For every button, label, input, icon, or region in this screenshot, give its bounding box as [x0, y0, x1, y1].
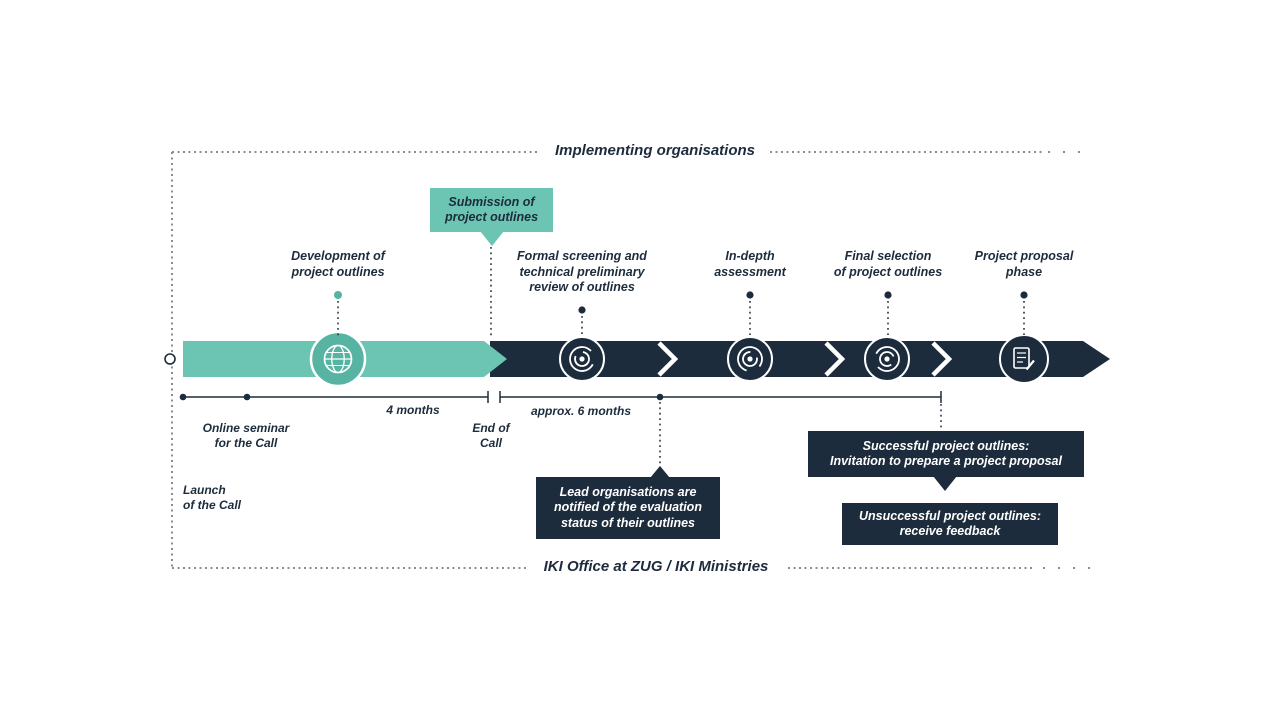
outcome-pointer	[933, 476, 957, 491]
top-guide-line-trail	[1048, 151, 1093, 153]
note-lead-organisations: Lead organisations are notified of the e…	[536, 477, 720, 539]
bottom-guide-line-trail	[1043, 567, 1093, 569]
stage-dot-project-proposal	[1020, 291, 1028, 299]
bottom-guide-line-left	[172, 567, 528, 569]
stage-dot-in-depth	[746, 291, 754, 299]
top-guide-line-left	[172, 151, 538, 153]
stage-dot-development	[334, 291, 342, 299]
milestone-label-online-seminar: Online seminar for the Call	[202, 421, 290, 450]
timeline-start-node	[164, 353, 176, 365]
lane-label-iki-office: IKI Office at ZUG / IKI Ministries	[543, 558, 769, 575]
stage-label-formal-screening: Formal screening and technical prelimina…	[517, 249, 647, 294]
stage-label-final-selection: Final selection of project outlines	[833, 249, 943, 279]
submission-callout-pointer	[480, 231, 504, 246]
stage-label-project-proposal: Project proposal phase	[974, 249, 1074, 279]
stage-dot-final-selection	[884, 291, 892, 299]
stage-label-in-depth-assessment: In-depth assessment	[714, 249, 786, 279]
timeline-dark-arrow	[490, 341, 1110, 377]
submission-callout: Submission of project outlines	[430, 188, 553, 232]
review-target-icon	[559, 336, 605, 382]
note-unsuccessful-outlines: Unsuccessful project outlines: receive f…	[842, 503, 1058, 545]
left-guide-line	[171, 152, 173, 568]
milestone-dot-online-seminar	[243, 393, 251, 401]
lane-label-implementing-organisations: Implementing organisations	[554, 142, 756, 159]
timeline-teal-arrow	[183, 341, 507, 377]
chevron-separator-icon	[657, 341, 679, 377]
chevron-separator-icon	[931, 341, 953, 377]
milestone-label-end-of-call: End of Call	[472, 421, 510, 450]
stage-dot-formal-screening	[578, 306, 586, 314]
stage-label-development: Development of project outlines	[291, 249, 385, 279]
duration-ruler	[183, 391, 942, 403]
duration-label-4-months: 4 months	[386, 403, 440, 417]
milestone-dot-notification	[656, 393, 664, 401]
top-guide-line-right	[770, 151, 1042, 153]
proposal-document-icon	[999, 334, 1049, 384]
duration-label-6-months: approx. 6 months	[530, 404, 631, 418]
milestone-label-launch: Launch of the Call	[183, 483, 242, 512]
bottom-guide-line-right	[788, 567, 1035, 569]
selection-target-icon	[864, 336, 910, 382]
note-successful-outlines: Successful project outlines: Invitation …	[808, 431, 1084, 477]
globe-icon	[309, 330, 367, 388]
assessment-target-icon	[727, 336, 773, 382]
milestone-dot-launch	[179, 393, 187, 401]
chevron-separator-icon	[824, 341, 846, 377]
